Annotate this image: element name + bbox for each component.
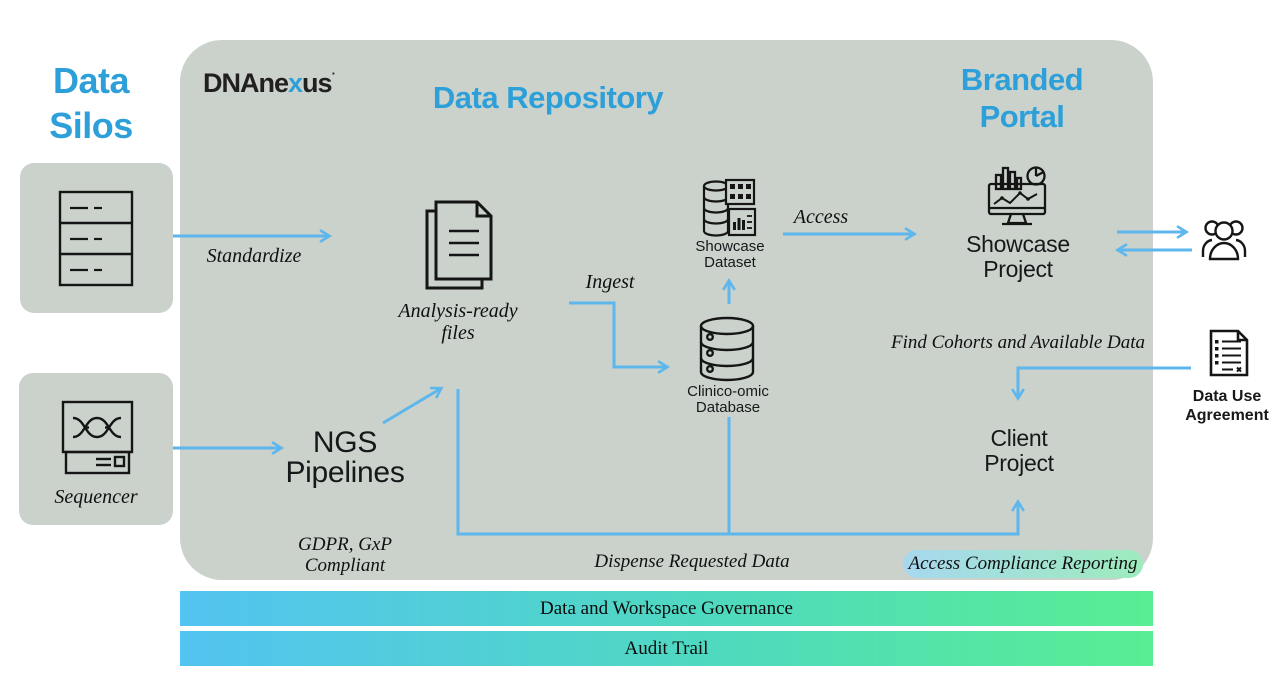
find-cohorts-label: Find Cohorts and Available Data	[890, 332, 1146, 353]
dispense-requested-data-label: Dispense Requested Data	[594, 551, 790, 572]
users-group-icon	[1201, 220, 1247, 261]
client-project-label: Client Project	[984, 425, 1054, 476]
branded-portal-title: Branded Portal	[960, 62, 1084, 134]
data-repository-title: Data Repository	[432, 80, 664, 115]
clinico-omic-database-label: Clinico-omic Database	[687, 383, 769, 416]
audit-trail-bar: Audit Trail	[180, 631, 1153, 666]
showcase-dataset-label: Showcase Dataset	[695, 238, 765, 271]
logo-text-2: us	[302, 68, 332, 98]
audit-trail-bar-label: Audit Trail	[624, 637, 709, 659]
logo-accent-x: x	[288, 68, 303, 98]
agreement-document-icon	[1209, 329, 1249, 377]
showcase-project-label: Showcase Project	[966, 231, 1070, 282]
standardize-label: Standardize	[206, 245, 302, 267]
gdpr-compliant-label: GDPR, GxP Compliant	[298, 534, 392, 576]
access-compliance-reporting-pill: Access Compliance Reporting	[903, 550, 1143, 578]
access-compliance-reporting-label: Access Compliance Reporting	[908, 553, 1138, 574]
governance-bar-label: Data and Workspace Governance	[540, 597, 793, 619]
ngs-pipelines-label: NGS Pipelines	[285, 426, 405, 489]
sequencer-label: Sequencer	[54, 486, 138, 508]
data-use-agreement-label: Data Use Agreement	[1185, 388, 1269, 424]
data-silo-servers-box	[20, 163, 173, 313]
governance-bar: Data and Workspace Governance	[180, 591, 1153, 626]
ingest-label: Ingest	[585, 271, 635, 293]
dnanexus-logo: DNAnexus·	[203, 66, 336, 99]
logo-text-1: DNAne	[203, 68, 289, 98]
access-label: Access	[793, 206, 849, 228]
data-silos-title: Data Silos	[49, 60, 133, 146]
analysis-ready-files-label: Analysis-ready files	[398, 300, 518, 344]
logo-trademark: ·	[331, 66, 336, 81]
